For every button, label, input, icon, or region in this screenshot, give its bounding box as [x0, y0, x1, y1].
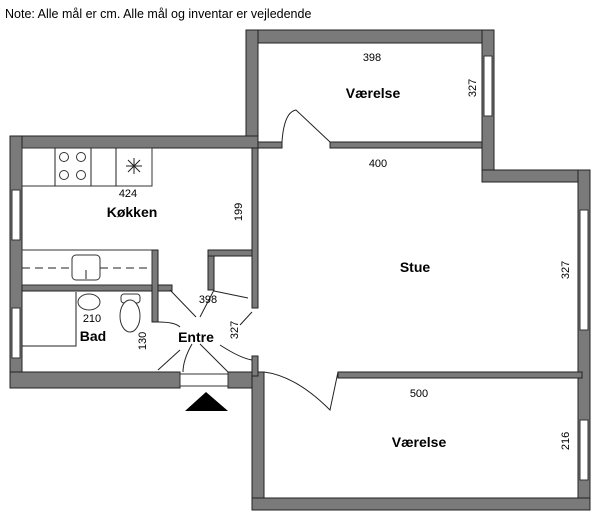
dim-stue-width: 400	[369, 158, 387, 170]
label-vaerelse-top: Værelse	[346, 85, 401, 101]
dim-bad-depth: 130	[137, 332, 149, 350]
door-swing	[281, 109, 331, 143]
kitchen-counter	[21, 147, 153, 187]
bathroom-fixtures	[22, 292, 141, 347]
door-swing	[157, 321, 181, 328]
door-swing	[169, 289, 215, 318]
fan-icon	[126, 158, 142, 174]
entrance-arrow-icon	[185, 392, 228, 411]
label-vaerelse-bottom: Værelse	[392, 434, 447, 450]
walls	[9, 29, 591, 511]
label-entre: Entre	[178, 329, 214, 345]
window	[483, 55, 493, 117]
dim-entre-depth: 327	[229, 321, 241, 339]
dim-vaerelse-top-width: 398	[363, 52, 381, 64]
dim-koekken-width: 424	[119, 188, 137, 200]
plan-note: Note: Alle mål er cm. Alle mål og invent…	[5, 7, 312, 21]
dim-koekken-depth: 199	[233, 203, 245, 221]
window	[579, 419, 589, 481]
label-stue: Stue	[400, 259, 431, 275]
door-swing	[219, 311, 253, 361]
closet-door	[213, 290, 249, 299]
washbasin-icon	[77, 293, 101, 311]
door-swing	[157, 343, 229, 373]
entrance-door	[179, 373, 229, 387]
dim-stue-depth: 327	[560, 261, 572, 279]
window	[11, 189, 21, 241]
dim-entre-width: 398	[199, 294, 217, 306]
sink-icon	[71, 254, 101, 281]
dim-bad-width: 210	[83, 313, 101, 325]
label-bad: Bad	[80, 328, 106, 344]
shower	[22, 292, 77, 347]
stove-icon	[59, 152, 86, 180]
label-koekken: Køkken	[107, 204, 158, 220]
dim-vaerelse-bottom-width: 500	[410, 388, 428, 400]
window	[11, 307, 21, 359]
sink-counter	[21, 249, 153, 286]
dim-vaerelse-top-depth: 327	[467, 79, 479, 97]
doors	[157, 109, 339, 412]
door-swing	[263, 371, 339, 412]
dim-vaerelse-bottom-depth: 216	[560, 432, 572, 450]
windows	[11, 55, 589, 481]
window	[579, 209, 589, 331]
